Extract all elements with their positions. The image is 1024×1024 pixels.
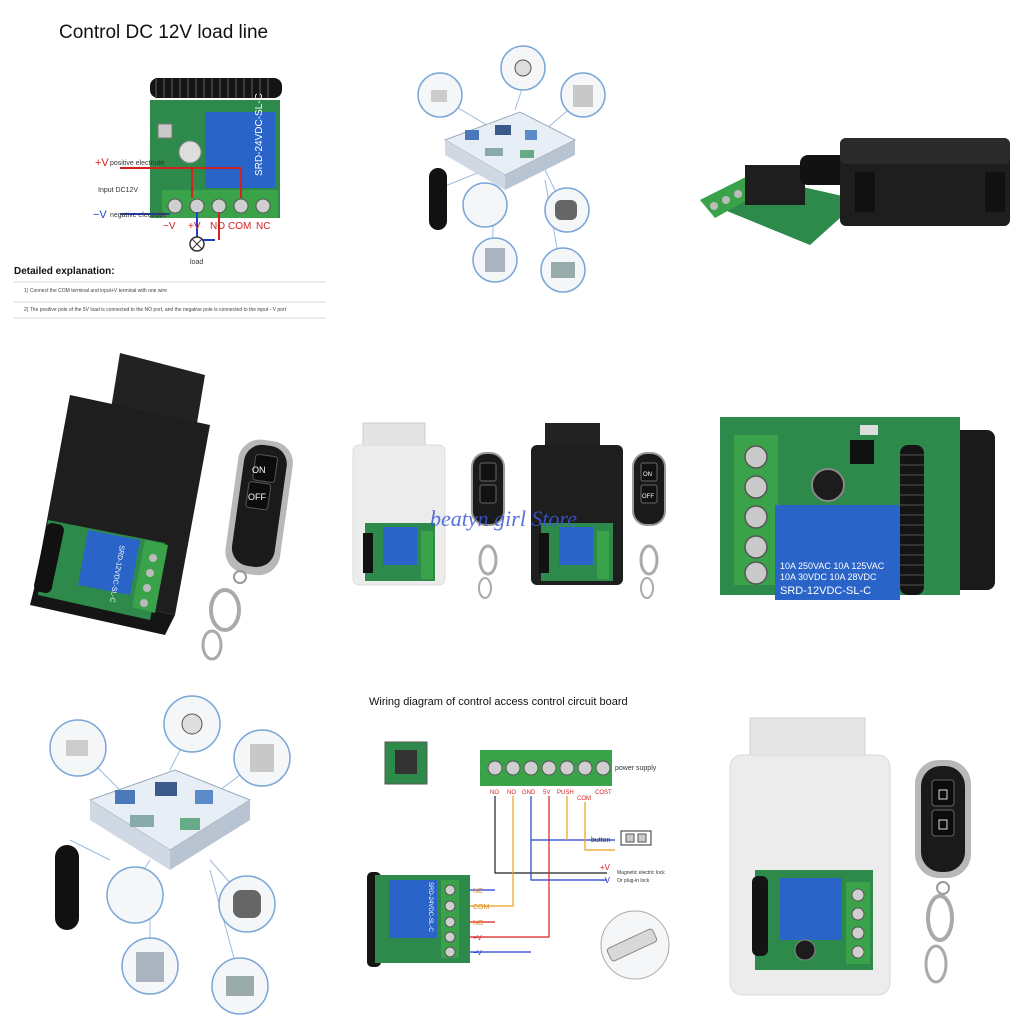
svg-text:SRD-12VDC-SL-C: SRD-12VDC-SL-C	[780, 585, 871, 597]
smart-home-illustration	[417, 45, 606, 293]
svg-text:power supply: power supply	[615, 765, 657, 772]
svg-text:−V: −V	[473, 950, 482, 957]
pcb-closeup-photo: 10A 250VAC 10A 125VAC 10A 30VDC 10A 28VD…	[720, 417, 995, 600]
svg-text:OFF: OFF	[642, 494, 654, 500]
svg-text:NO: NO	[473, 920, 484, 927]
off-button	[245, 481, 272, 511]
dc12v-diagram: SRD-24VDC-SL-C load +V positive electrod…	[14, 78, 326, 319]
svg-text:10A 250VAC 10A 125VAC: 10A 250VAC 10A 125VAC	[780, 561, 885, 571]
black-case	[840, 138, 1010, 226]
remote-bar-icon	[429, 168, 447, 230]
remote-control-white	[471, 452, 505, 599]
svg-text:Or plug-in lock: Or plug-in lock	[617, 878, 650, 884]
svg-text:NO: NO	[210, 221, 225, 232]
explanation-step1: 1) Connect the COM terminal and input+V …	[24, 288, 167, 294]
svg-text:COST: COST	[595, 790, 612, 796]
explanation-heading: Detailed explanation:	[14, 266, 115, 277]
remote-control	[915, 760, 971, 984]
lock-button	[931, 779, 955, 807]
antenna-coil	[752, 876, 768, 956]
house-icon	[443, 111, 577, 190]
svg-text:ON: ON	[643, 472, 652, 478]
remote-bar-icon	[55, 845, 79, 930]
svg-text:Input DC12V: Input DC12V	[98, 187, 138, 194]
svg-text:COM: COM	[473, 904, 490, 911]
panel-wiring-dc12v: Control DC 12V load line SRD-24VDC-SL-C	[0, 0, 330, 330]
relay-block	[389, 880, 437, 938]
remote-control: ON OFF	[201, 439, 293, 661]
svg-text:+V: +V	[473, 935, 482, 942]
panel-two-receivers: ON OFF	[345, 345, 675, 675]
relay-block	[383, 527, 417, 565]
svg-text:5V: 5V	[543, 790, 550, 796]
smart-home-illustration-large	[49, 695, 291, 1015]
explanation-step2: 2) The positive pole of the 5V load is c…	[24, 307, 287, 313]
svg-text:COM: COM	[577, 796, 591, 802]
capacitor-icon	[811, 468, 845, 502]
svg-text:negative electrode: negative electrode	[110, 212, 167, 219]
svg-text:load: load	[190, 259, 203, 266]
svg-text:+V: +V	[95, 157, 109, 169]
panel-transparent-receiver-remote	[690, 690, 1020, 1020]
panel1-title: Control DC 12V load line	[59, 22, 269, 43]
svg-text:−V: −V	[93, 209, 107, 221]
panel-receiver-remote-black: SRD-12VDC-SL-C ON OFF	[0, 345, 330, 675]
relay-block	[745, 165, 805, 205]
panel-smart-home-collage	[345, 0, 675, 330]
relay-block	[78, 530, 140, 595]
house-icon	[88, 769, 252, 870]
svg-text:10A 30VDC 10A 28VDC: 10A 30VDC 10A 28VDC	[780, 572, 877, 582]
svg-text:PUSH: PUSH	[557, 790, 574, 796]
svg-text:−V: −V	[163, 221, 176, 232]
door-icon	[106, 866, 164, 924]
svg-text:SRD-24VDC-SL-C: SRD-24VDC-SL-C	[427, 882, 433, 932]
svg-text:button: button	[591, 837, 611, 844]
transparent-receiver-photo	[729, 717, 971, 996]
svg-text:SRD-24VDC-SL-C: SRD-24VDC-SL-C	[254, 93, 265, 176]
on-button	[252, 453, 278, 483]
svg-text:NC: NC	[473, 888, 483, 895]
svg-text:positive electrode: positive electrode	[110, 160, 165, 167]
antenna-coil	[34, 523, 64, 593]
relay-block	[775, 505, 900, 600]
access-wiring-diagram: NO NO GND 5V PUSH COM COST power supply …	[367, 741, 670, 980]
remote-control-black: ON OFF	[632, 452, 666, 599]
svg-text:NC: NC	[256, 221, 270, 232]
load-lamp-icon	[189, 236, 205, 252]
svg-text:OFF: OFF	[248, 492, 266, 502]
panel-smart-home-collage-large	[0, 690, 330, 1020]
unlock-button	[931, 809, 955, 837]
two-receivers-photo: ON OFF	[352, 422, 666, 599]
panel-access-control-wiring: Wiring diagram of control access control…	[345, 690, 675, 1020]
svg-text:Magnetic electric lock: Magnetic electric lock	[617, 870, 665, 876]
store-watermark: beatyn girl Store	[430, 506, 578, 531]
antenna-coil	[150, 78, 282, 98]
panel-pcb-closeup: 10A 250VAC 10A 125VAC 10A 30VDC 10A 28VD…	[690, 345, 1020, 675]
svg-text:NO: NO	[507, 790, 516, 796]
svg-text:GND: GND	[522, 790, 536, 796]
svg-text:COM: COM	[228, 221, 251, 232]
panel-receiver-case	[690, 0, 1020, 330]
svg-text:NO: NO	[490, 790, 499, 796]
svg-text:+V: +V	[188, 221, 201, 232]
svg-text:+V: +V	[600, 863, 611, 872]
panel8-title: Wiring diagram of control access control…	[369, 696, 628, 708]
relay-block	[780, 878, 842, 940]
door-icon	[462, 182, 508, 228]
antenna-coil	[900, 445, 924, 595]
receiver-case-photo	[700, 138, 1010, 245]
svg-text:ON: ON	[252, 465, 266, 475]
svg-text:−V: −V	[600, 876, 611, 885]
black-receiver-photo: SRD-12VDC-SL-C ON OFF	[30, 353, 293, 661]
